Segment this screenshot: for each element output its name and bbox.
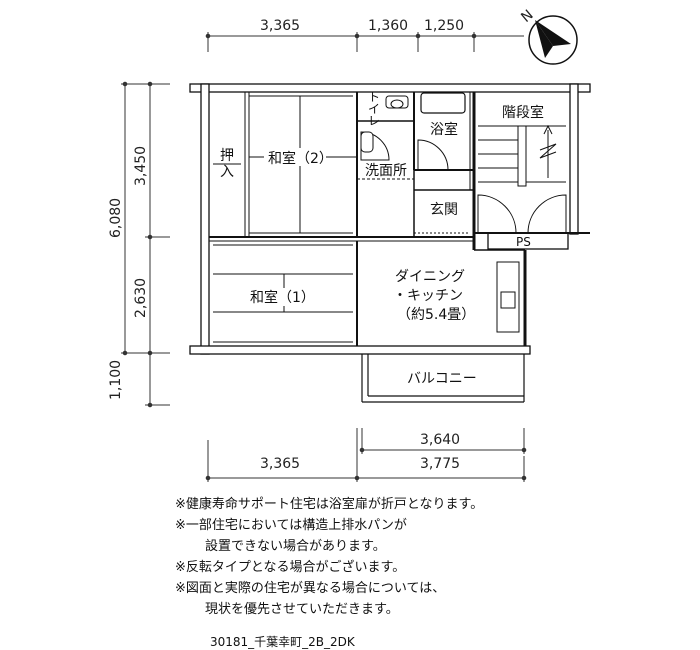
top-dimension-line [205, 32, 524, 52]
dim-top-1: 3,365 [260, 18, 300, 34]
note-line: ※反転タイプとなる場合がございます。 [175, 560, 406, 575]
left-dimension-lines [121, 81, 170, 408]
bath-label: 浴室 [430, 121, 458, 138]
plan-code: 30181_千葉幸町_2B_2DK [210, 635, 355, 649]
entry-door-right [527, 194, 567, 234]
dim-top-3: 1,250 [424, 18, 464, 34]
dim-bottom-upper: 3,640 [420, 432, 460, 448]
washitsu-1-label: 和室（1） [250, 289, 315, 306]
washroom-label: 洗面所 [365, 163, 407, 179]
washroom-fixtures [360, 131, 374, 153]
oshiire-label-1: 押 [220, 148, 234, 164]
washitsu-2-label: 和室（2） [268, 150, 333, 167]
washitsu-1-tatami [213, 244, 353, 343]
bathtub [420, 92, 466, 114]
dk-label-2: ・キッチン [393, 288, 463, 304]
dim-top-2: 1,360 [368, 18, 408, 34]
toilet-label-2: イ [368, 102, 380, 116]
balcony-label: バルコニー [407, 371, 477, 387]
bottom-dimension-lines [205, 428, 527, 482]
toilet-door [360, 131, 390, 161]
note-line: 設置できない場合があります。 [205, 539, 386, 554]
dim-bottom-left: 3,365 [260, 456, 300, 472]
dk-label-3: （約5.4畳） [397, 307, 475, 323]
ps-label: PS [516, 235, 531, 249]
stairs-label: 階段室 [502, 104, 544, 121]
dim-left-3: 1,100 [108, 360, 124, 400]
staircase [478, 124, 566, 187]
toilet-label-3: レ [368, 114, 380, 128]
entry-door-left [477, 194, 517, 234]
dk-label-1: ダイニング [395, 269, 465, 285]
balcony [361, 354, 525, 403]
oshiire-label-2: 入 [220, 164, 234, 180]
dim-bottom-right: 3,775 [420, 456, 460, 472]
walls [189, 83, 591, 355]
notes-block: ※健康寿命サポート住宅は浴室扉が折戸となります。 ※一部住宅においては構造上排水… [175, 494, 675, 620]
toilet-label-1: ト [368, 90, 380, 104]
dim-left-1: 3,450 [133, 146, 149, 186]
note-line: 現状を優先させていただきます。 [205, 602, 399, 617]
dim-left-2: 2,630 [133, 278, 149, 318]
genkan-label: 玄関 [430, 201, 458, 218]
bath-door [417, 139, 449, 171]
note-line: ※健康寿命サポート住宅は浴室扉が折戸となります。 [175, 497, 484, 512]
kitchen-counter [496, 261, 520, 333]
compass-label: N [518, 7, 536, 26]
note-line: ※図面と実際の住宅が異なる場合については、 [175, 581, 446, 596]
north-compass-icon [528, 15, 578, 65]
note-line: ※一部住宅においては構造上排水パンが [175, 518, 407, 533]
dim-left-total: 6,080 [108, 198, 124, 238]
toilet-fixture [385, 95, 409, 109]
